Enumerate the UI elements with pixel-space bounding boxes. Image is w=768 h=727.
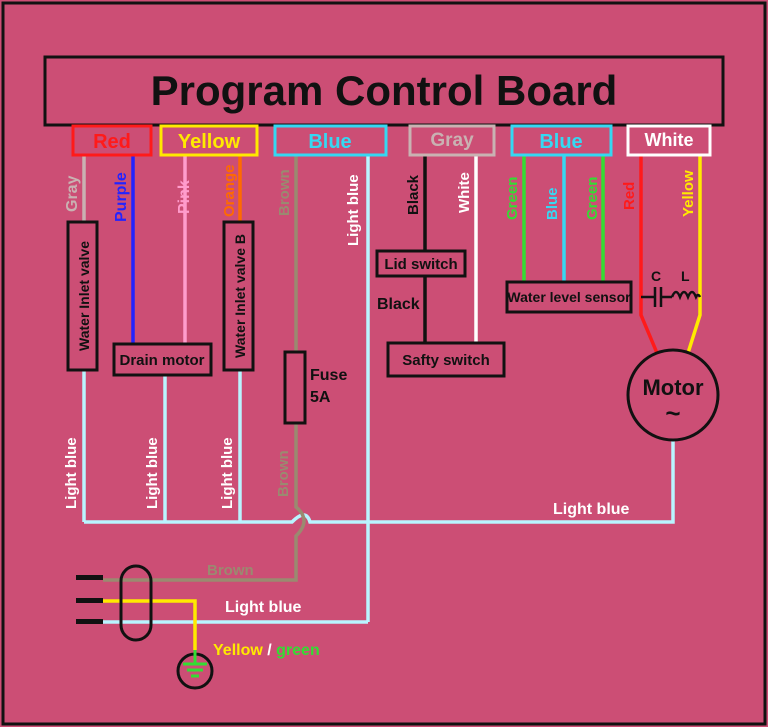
- label-lightblue-bottom: Light blue: [225, 599, 302, 616]
- drain-motor-box: [112, 342, 213, 377]
- label-blue-sensor: Blue: [544, 187, 561, 220]
- label-gray: Gray: [64, 175, 81, 212]
- label-lightblue-bus: Light blue: [553, 501, 630, 518]
- capacitor-symbol: [641, 287, 672, 307]
- water-inlet-valve-label: Water Inlet valve: [76, 241, 92, 351]
- connector-blue-2: Blue: [510, 124, 613, 157]
- label-brown-bottom: Brown: [207, 562, 254, 579]
- fuse-label: Fuse: [310, 367, 347, 384]
- capacitor-label: C: [651, 268, 661, 284]
- inductor-label: L: [681, 268, 690, 284]
- connector-yellow: Yellow: [159, 124, 259, 157]
- connector-gray: Gray: [408, 124, 496, 157]
- label-lightblue-2: Light blue: [144, 437, 161, 509]
- connector-yellow-label: Yellow: [178, 131, 241, 153]
- connector-blue-1: Blue: [273, 124, 388, 157]
- safety-switch-label: Safty switch: [402, 352, 490, 369]
- water-inlet-valve-b-box: [222, 220, 255, 372]
- label-white-gray: White: [456, 172, 473, 213]
- fuse-box: [283, 350, 307, 425]
- label-red-motor: Red: [621, 182, 638, 210]
- label-green-2: Green: [584, 177, 601, 220]
- program-control-board: [43, 55, 725, 127]
- water-level-sensor-box: [505, 280, 633, 314]
- label-slash: /: [263, 642, 276, 659]
- label-black-mid: Black: [377, 296, 420, 313]
- label-brown-mid: Brown: [275, 450, 292, 497]
- connector-white: White: [626, 124, 712, 157]
- ground-symbol-icon: [176, 650, 214, 690]
- inductor-symbol: [670, 290, 702, 301]
- label-lightblue-3: Light blue: [219, 437, 236, 509]
- motor-ac-symbol: ~: [665, 398, 680, 428]
- label-yellow-ground: Yellow: [213, 642, 263, 659]
- wire-brown: [103, 155, 306, 582]
- water-level-sensor-label: Water level sensor: [507, 289, 631, 305]
- connector-red: Red: [71, 124, 153, 157]
- safety-switch-box: [386, 341, 506, 378]
- wire-red-motor: [639, 155, 659, 354]
- label-yellow-green-ground: Yellow / green: [213, 642, 320, 659]
- label-purple: Purple: [113, 172, 130, 222]
- label-lightblue-top: Light blue: [345, 174, 362, 246]
- power-plug: [76, 564, 153, 642]
- connector-red-label: Red: [93, 131, 131, 153]
- fuse-rating: 5A: [310, 389, 331, 406]
- label-green-1: Green: [504, 177, 521, 220]
- connector-blue-1-label: Blue: [308, 131, 351, 153]
- connector-blue-2-label: Blue: [539, 131, 582, 153]
- label-yellow-motor: Yellow: [680, 170, 697, 217]
- connector-gray-label: Gray: [430, 130, 474, 151]
- label-lightblue-1: Light blue: [63, 437, 80, 509]
- lid-switch-label: Lid switch: [384, 256, 457, 273]
- label-green-ground: green: [276, 642, 320, 659]
- drain-motor-label: Drain motor: [119, 352, 204, 369]
- connector-white-label: White: [645, 130, 694, 150]
- lid-switch-box: [375, 249, 467, 278]
- wire-yellow-motor: [686, 155, 702, 354]
- board-title: Program Control Board: [151, 67, 618, 114]
- label-orange: Orange: [221, 164, 238, 217]
- water-inlet-valve-b-label: Water Inlet valve B: [232, 234, 248, 358]
- motor-label: Motor: [642, 375, 704, 400]
- label-brown-top: Brown: [276, 169, 293, 216]
- motor-circle: [626, 348, 720, 442]
- water-inlet-valve-box: [66, 220, 99, 372]
- label-black-top: Black: [405, 174, 422, 215]
- label-pink: Pink: [176, 180, 193, 214]
- wire-yellow-green-ground: [103, 599, 197, 650]
